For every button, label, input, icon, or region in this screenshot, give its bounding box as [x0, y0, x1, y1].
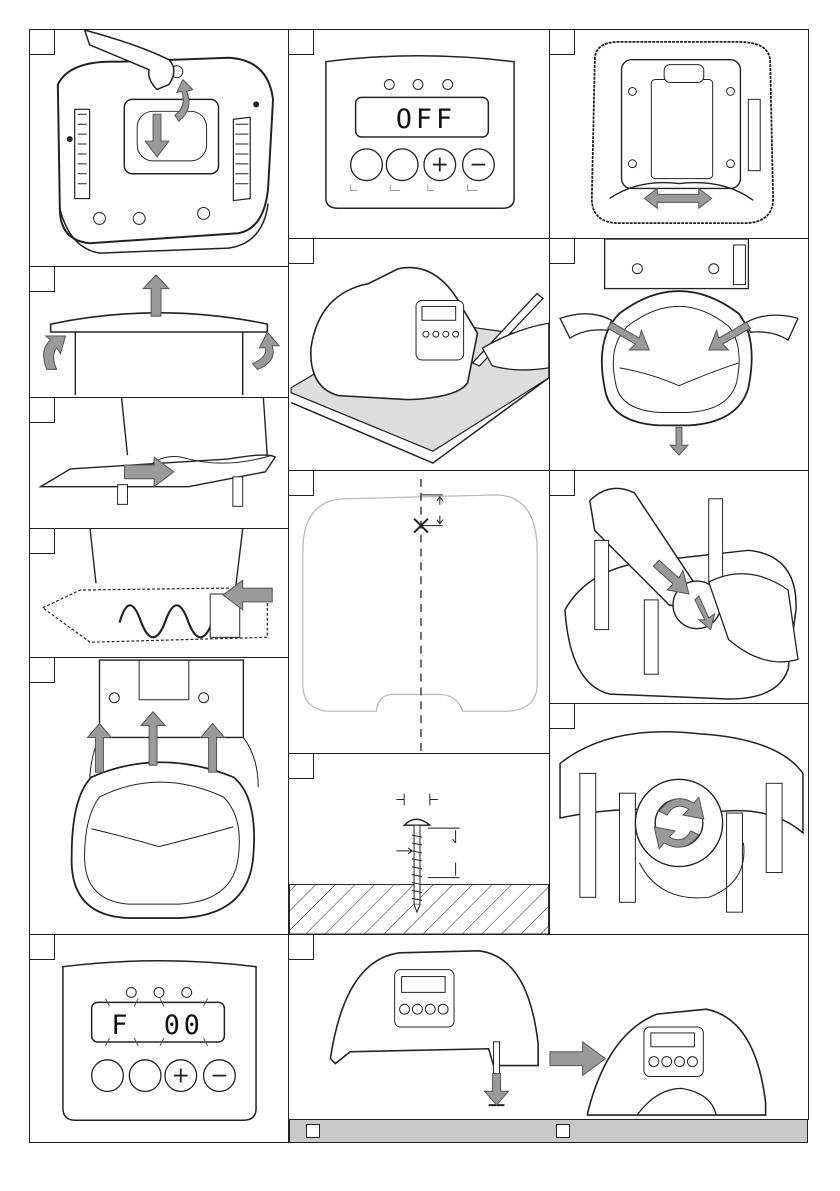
panel-11-display-f00: F 00 + − [29, 934, 289, 1143]
step-badge [30, 658, 55, 683]
panel-9-bowl-remove [549, 238, 809, 471]
panel-5-tray [29, 397, 289, 529]
lid-removal-illustration [30, 267, 288, 397]
panel-1-underside [29, 29, 289, 267]
drill-template-illustration [289, 471, 549, 753]
panel-4-lid [29, 266, 289, 398]
bowl-remove-illustration [550, 239, 808, 470]
panel-13-auger-insert [549, 470, 809, 704]
control-panel-illustration: OFF + − [289, 30, 549, 238]
lcd-text: OFF [396, 104, 456, 135]
panel-3-back [549, 29, 809, 239]
control-button [351, 149, 383, 181]
svg-text:+: + [431, 153, 449, 178]
panel-15-mount [288, 934, 809, 1120]
svg-text:−: − [469, 153, 487, 178]
svg-text:+: + [172, 1064, 190, 1089]
lcd-text-00: 00 [164, 1010, 204, 1041]
step-badge [550, 239, 575, 264]
panel-12-screw [288, 753, 550, 935]
step-badge [289, 239, 314, 264]
panel-2-display-off: OFF + − [288, 29, 550, 239]
control-panel-flashing-illustration: F 00 + − [30, 935, 288, 1142]
panel-6-auger [29, 528, 289, 658]
step-badge [30, 30, 55, 55]
mount-illustration [289, 935, 808, 1119]
bowl-attach-illustration [30, 658, 288, 934]
svg-text:−: − [210, 1064, 228, 1089]
panel-10-template [288, 470, 550, 754]
step-badge [289, 471, 314, 496]
step-badge [550, 30, 575, 55]
auger-insert-illustration [550, 471, 808, 703]
step-badge [30, 935, 55, 960]
lcd-text-f: F [111, 1010, 131, 1041]
auger-illustration [30, 529, 288, 657]
checkbox-left[interactable] [306, 1124, 320, 1138]
feeder-underside-illustration [30, 30, 288, 266]
step-badge [289, 30, 314, 55]
step-badge [289, 935, 314, 960]
step-badge [550, 471, 575, 496]
mark-position-illustration [289, 239, 549, 470]
control-button [386, 149, 418, 181]
step-badge [30, 529, 55, 554]
panel-8-mark-position [288, 238, 550, 471]
tray-slide-illustration [30, 398, 288, 528]
footer-bar [289, 1119, 808, 1143]
screw-illustration [289, 754, 549, 934]
rotate-lock-illustration [550, 704, 808, 934]
dimension-arrow-icon [396, 794, 459, 878]
step-badge [30, 267, 55, 292]
unit-back-illustration [550, 30, 808, 238]
step-badge [289, 754, 314, 779]
checkbox-right[interactable] [556, 1124, 570, 1138]
step-badge [30, 398, 55, 423]
step-badge [550, 704, 575, 729]
panel-14-rotate-lock [549, 703, 809, 935]
panel-7-bowl-attach [29, 657, 289, 935]
